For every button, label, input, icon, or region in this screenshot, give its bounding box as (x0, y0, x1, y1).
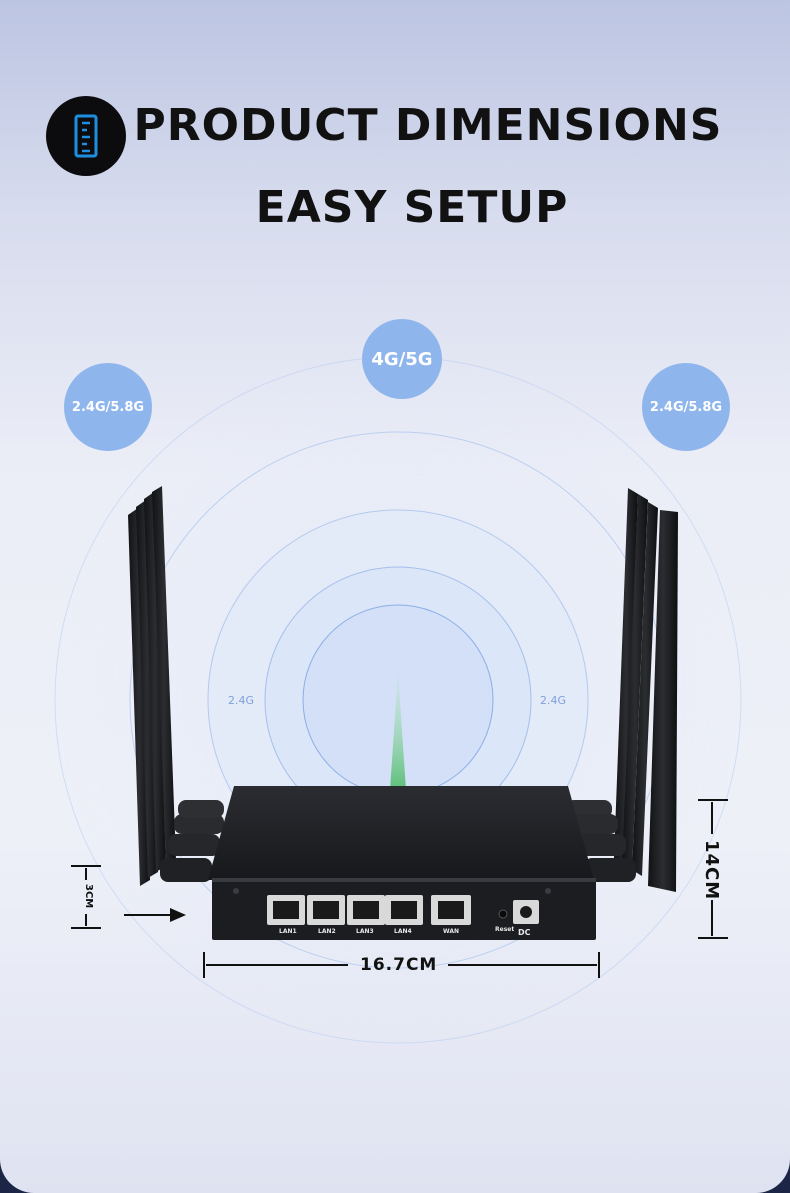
arrow-icon (170, 908, 186, 922)
band-right-badge: 2.4G/5.8G (642, 363, 730, 451)
port-label-lan3: LAN3 (356, 928, 374, 935)
port-label-wan: WAN (443, 928, 460, 935)
page-title: PRODUCT DIMENSIONS (133, 100, 723, 151)
ruler-icon (46, 96, 126, 176)
dimension-depth-label: 3CM (83, 884, 94, 909)
dimension-height-label: 14CM (701, 840, 722, 901)
page-subtitle: EASY SETUP (255, 182, 569, 233)
port-label-lan1: LAN1 (279, 928, 297, 935)
port-label-dc: DC (518, 928, 531, 937)
dimension-width-label: 16.7CM (360, 955, 438, 975)
port-label-lan4: LAN4 (394, 928, 412, 935)
ring-label-right: 2.4G (540, 694, 567, 707)
right-antennas (566, 488, 678, 892)
router-body (208, 786, 596, 940)
ring-label-left: 2.4G (228, 694, 255, 707)
port-label-reset: Reset (495, 926, 515, 933)
dimension-lines (71, 799, 728, 978)
left-antennas (128, 486, 224, 886)
band-center-badge: 4G/5G (362, 319, 442, 399)
port-label-lan2: LAN2 (318, 928, 336, 935)
band-left-badge: 2.4G/5.8G (64, 363, 152, 451)
